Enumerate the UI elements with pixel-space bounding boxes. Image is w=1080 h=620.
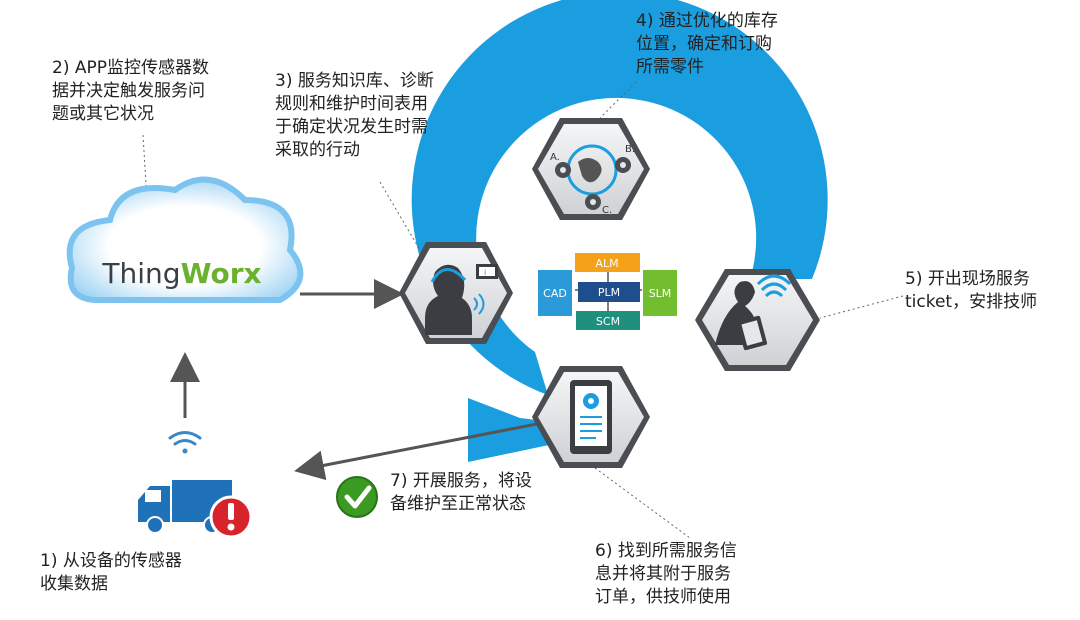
alert-icon <box>209 495 253 539</box>
plm-label: PLM <box>598 286 620 299</box>
alm-box <box>575 253 640 272</box>
letter-a: A. <box>550 152 560 163</box>
scm-label: SCM <box>596 315 620 328</box>
logo-worx: Worx <box>181 257 262 290</box>
logo-thing: Thing <box>101 257 180 290</box>
svg-text:i: i <box>484 268 486 277</box>
headset-agent-icon: i <box>425 264 498 335</box>
caption-step5: 5) 开出现场服务 ticket，安排技师 <box>905 269 1038 312</box>
slm-label: SLM <box>649 287 672 300</box>
hex-knowledge: i <box>399 242 513 344</box>
hex-parts: A. B. C. <box>532 118 650 220</box>
check-icon <box>336 476 378 518</box>
caption-step1: 1) 从设备的传感器 收集数据 <box>40 551 182 594</box>
caption-step7: 7) 开展服务，将设 备维护至正常状态 <box>390 471 532 514</box>
leader-lines <box>142 81 904 539</box>
letter-c: C. <box>602 205 612 216</box>
svg-text:ThingWorx: ThingWorx <box>101 257 261 290</box>
globe-gears-icon: A. B. C. <box>550 144 635 216</box>
cad-label: CAD <box>543 287 567 300</box>
hex-service-order <box>532 366 650 468</box>
caption-step2: 2) APP监控传感器数 据并决定触发服务问 题或其它状况 <box>52 58 209 124</box>
pipeline-diagram: ALM CAD SLM PLM SCM <box>538 253 677 330</box>
letter-b: B. <box>625 144 635 155</box>
scm-box <box>576 311 640 330</box>
wifi-signal-icon <box>168 431 202 454</box>
plm-box <box>578 282 640 302</box>
tablet-order-icon <box>570 380 612 454</box>
cad-box <box>538 270 572 316</box>
alm-label: ALM <box>595 257 618 270</box>
slm-box <box>643 270 677 316</box>
caption-step6: 6) 找到所需服务信 息并将其附于服务 订单，供技师使用 <box>595 541 737 607</box>
service-return-arrow <box>294 416 569 481</box>
thingworx-cloud: ThingWorx <box>66 176 304 303</box>
hex-technician <box>695 269 820 371</box>
technician-tablet-icon <box>715 274 792 351</box>
caption-step4: 4) 通过优化的库存 位置，确定和订购 所需零件 <box>636 11 778 77</box>
caption-step3: 3) 服务知识库、诊断 规则和维护时间表用 于确定状况发生时需 采取的行动 <box>275 71 434 160</box>
